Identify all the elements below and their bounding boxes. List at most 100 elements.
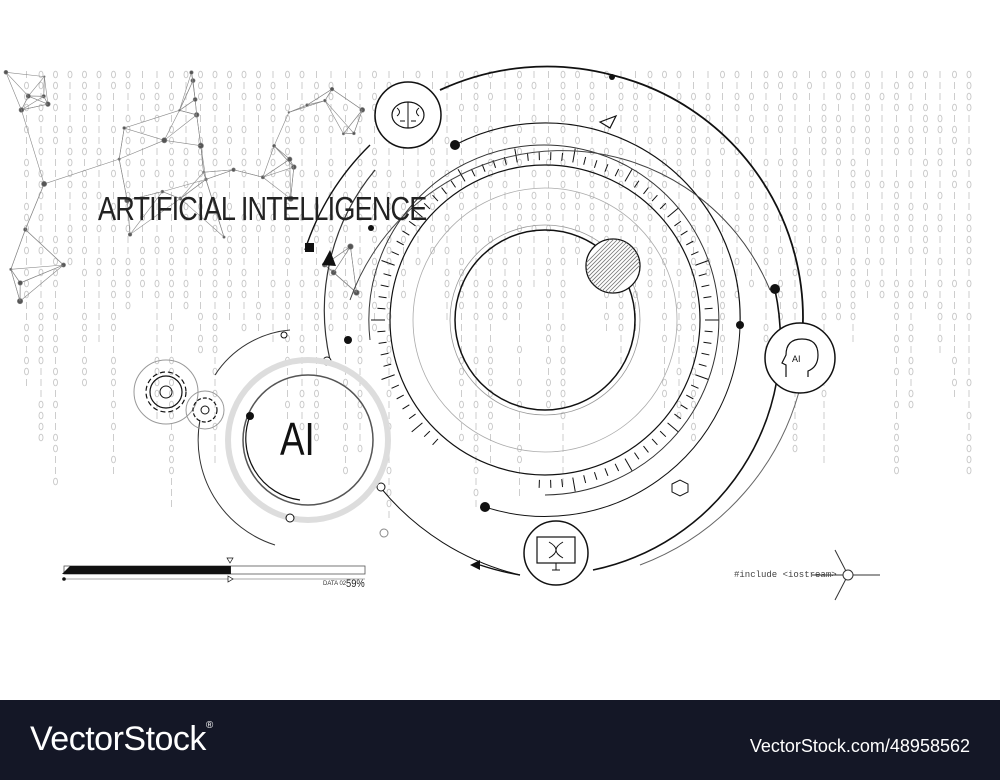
binary-zero-mark xyxy=(285,136,290,145)
binary-zero-mark xyxy=(560,202,566,211)
binary-zero-mark xyxy=(894,312,899,321)
binary-zero-mark xyxy=(169,466,174,475)
binary-zero-mark xyxy=(343,246,348,255)
binary-zero-mark xyxy=(517,125,522,134)
binary-zero-mark xyxy=(430,202,435,211)
binary-zero-mark xyxy=(67,257,73,266)
binary-zero-mark xyxy=(473,125,479,134)
binary-zero-mark xyxy=(328,169,334,178)
binary-zero-mark xyxy=(618,147,624,156)
hatched-circle xyxy=(585,238,641,294)
binary-zero-mark xyxy=(473,433,479,442)
binary-zero-mark xyxy=(24,323,29,332)
binary-zero-mark xyxy=(357,389,363,398)
network-edge xyxy=(118,127,125,160)
binary-zero-mark xyxy=(517,290,522,299)
binary-zero-mark xyxy=(430,169,435,178)
ring-tick xyxy=(703,296,712,299)
binary-zero-mark xyxy=(531,81,537,90)
binary-zero-mark xyxy=(372,301,377,310)
binary-zero-mark xyxy=(662,136,667,145)
binary-zero-mark xyxy=(937,224,943,233)
binary-zero-mark xyxy=(270,224,276,233)
binary-zero-mark xyxy=(169,323,174,332)
binary-zero-mark xyxy=(285,70,290,79)
binary-zero-mark xyxy=(343,444,348,453)
binary-zero-mark xyxy=(807,257,812,266)
binary-zero-mark xyxy=(676,301,682,310)
binary-zero-mark xyxy=(386,169,392,178)
binary-zero-mark xyxy=(270,81,276,90)
binary-zero-mark xyxy=(415,213,421,222)
binary-zero-mark xyxy=(662,378,667,387)
binary-zero-mark xyxy=(937,191,943,200)
binary-zero-mark xyxy=(53,378,58,387)
ring-tick xyxy=(470,168,476,177)
binary-zero-mark xyxy=(749,202,754,211)
binary-zero-mark xyxy=(850,312,856,321)
network-node xyxy=(352,131,356,136)
binary-zero-mark xyxy=(357,202,363,211)
binary-zero-mark xyxy=(966,158,972,167)
ring-tick xyxy=(604,468,609,476)
binary-zero-mark xyxy=(836,312,841,321)
binary-zero-mark xyxy=(285,279,290,288)
binary-zero-mark xyxy=(299,422,305,431)
binary-zero-mark xyxy=(937,125,943,134)
binary-zero-mark xyxy=(473,70,479,79)
binary-zero-mark xyxy=(82,224,87,233)
binary-zero-mark xyxy=(923,158,928,167)
binary-zero-mark xyxy=(67,246,73,255)
binary-zero-mark xyxy=(125,81,131,90)
network-edge xyxy=(21,109,45,184)
binary-zero-mark xyxy=(67,224,73,233)
binary-zero-mark xyxy=(691,257,696,266)
network-edge xyxy=(10,269,21,302)
binary-zero-mark xyxy=(850,301,856,310)
binary-zero-mark xyxy=(154,103,160,112)
network-node xyxy=(161,137,168,144)
binary-zero-mark xyxy=(140,268,145,277)
binary-zero-mark xyxy=(386,246,392,255)
binary-zero-mark xyxy=(705,169,711,178)
binary-zero-mark xyxy=(328,191,334,200)
binary-zero-mark xyxy=(386,235,392,244)
binary-zero-mark xyxy=(256,158,261,167)
binary-zero-mark xyxy=(169,257,174,266)
binary-zero-mark xyxy=(111,323,116,332)
binary-zero-mark xyxy=(633,213,638,222)
binary-zero-mark xyxy=(560,378,566,387)
binary-zero-mark xyxy=(546,257,551,266)
binary-zero-mark xyxy=(82,180,87,189)
binary-zero-mark xyxy=(53,433,58,442)
binary-zero-mark xyxy=(82,268,87,277)
binary-zero-mark xyxy=(633,114,638,123)
binary-zero-mark xyxy=(430,147,435,156)
binary-zero-mark xyxy=(372,323,377,332)
binary-zero-mark xyxy=(575,103,580,112)
binary-zero-mark xyxy=(459,202,464,211)
binary-zero-mark xyxy=(894,279,899,288)
binary-zero-mark xyxy=(705,268,711,277)
binary-zero-mark xyxy=(256,312,261,321)
binary-zero-mark xyxy=(879,279,885,288)
binary-zero-mark xyxy=(749,92,754,101)
binary-zero-mark xyxy=(24,334,29,343)
network-edge xyxy=(196,114,202,146)
binary-zero-mark xyxy=(38,422,44,431)
binary-zero-mark xyxy=(53,477,58,486)
binary-zero-mark xyxy=(241,268,247,277)
network-edge xyxy=(127,191,163,201)
binary-zero-mark xyxy=(749,169,754,178)
binary-zero-mark xyxy=(343,378,348,387)
ring-tick xyxy=(651,194,658,202)
binary-zero-mark xyxy=(154,290,160,299)
binary-zero-mark xyxy=(82,202,87,211)
network-edge xyxy=(19,264,64,302)
network-node xyxy=(189,70,194,75)
ring-tick xyxy=(643,445,649,453)
binary-zero-mark xyxy=(517,246,522,255)
binary-zero-mark xyxy=(270,92,276,101)
binary-zero-mark xyxy=(285,125,290,134)
binary-zero-mark xyxy=(125,224,131,233)
